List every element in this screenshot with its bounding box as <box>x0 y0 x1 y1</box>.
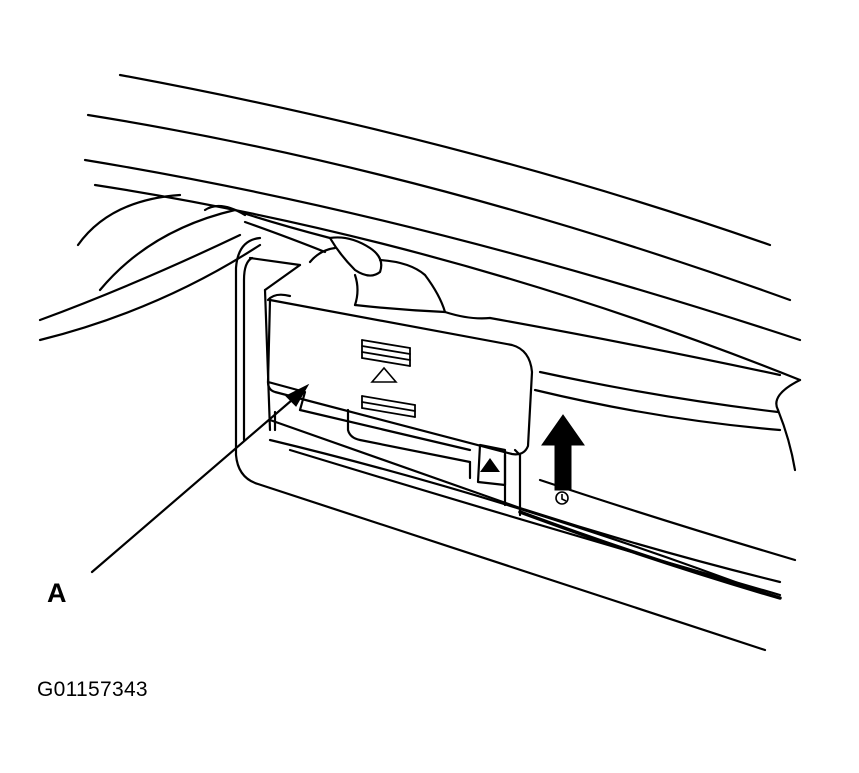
lower-rails <box>268 370 797 600</box>
thick-bottom-rail <box>518 510 782 600</box>
grip-hatch-upper <box>361 339 411 367</box>
upper-trim-lines <box>83 73 802 412</box>
tab-triangle-icon <box>480 458 500 472</box>
cover-panel <box>266 293 534 487</box>
callout-label-a: A <box>47 578 67 608</box>
grip-hatch-lower <box>361 395 416 418</box>
latch-lever <box>238 210 782 377</box>
up-arrow-icon <box>541 414 585 491</box>
panel-opening <box>234 236 767 652</box>
leader-arrowhead <box>285 383 310 407</box>
clip-icon <box>555 491 569 505</box>
figure-id: G01157343 <box>37 678 148 701</box>
left-curved-surface <box>38 193 262 342</box>
triangle-up-icon <box>370 366 398 383</box>
callout-leader-line <box>90 398 294 574</box>
